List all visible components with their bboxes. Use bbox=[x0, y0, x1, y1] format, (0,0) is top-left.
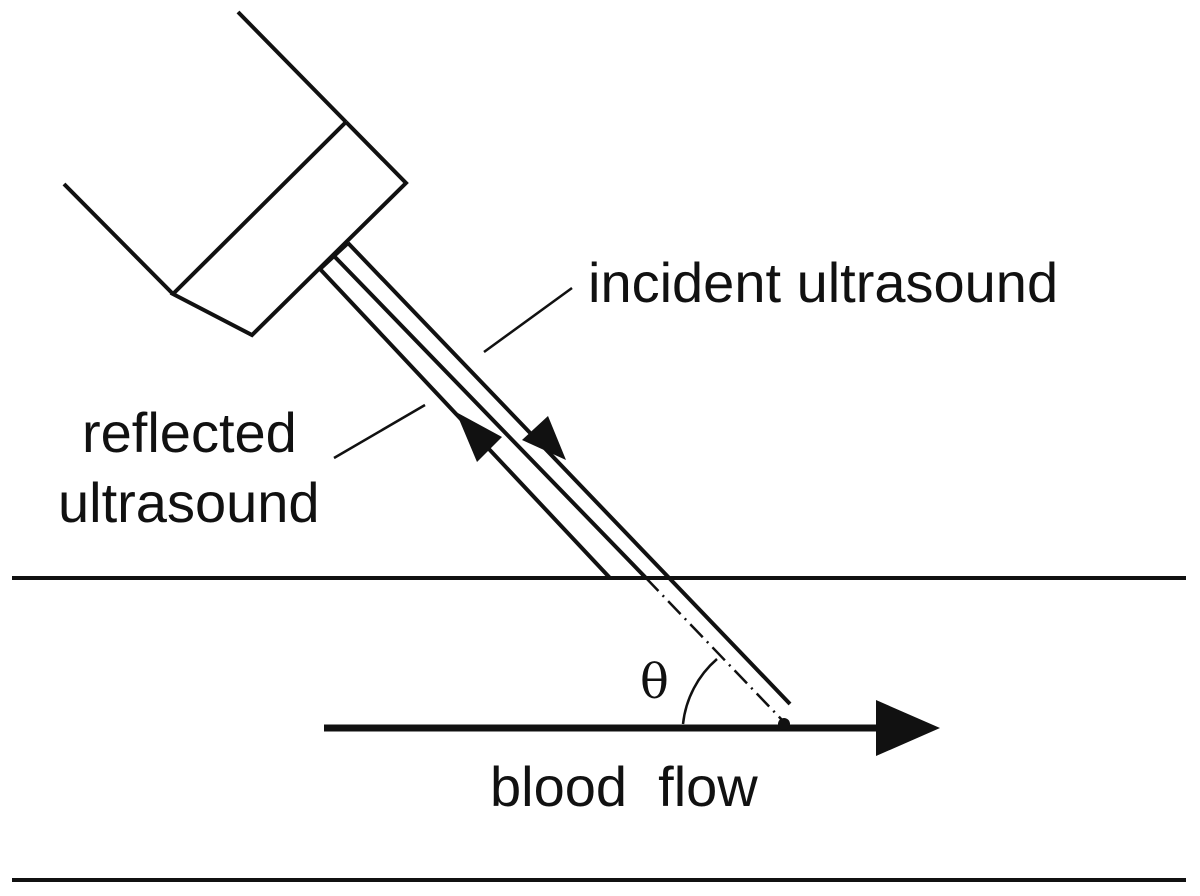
reflected-arrowhead bbox=[456, 412, 502, 462]
angle-arc bbox=[681, 658, 718, 725]
reflected-label-line2: ultrasound bbox=[58, 471, 320, 534]
angle-theta-label: θ bbox=[640, 654, 669, 710]
incident-leader-line bbox=[483, 286, 573, 354]
reflected-leader-line bbox=[333, 403, 426, 460]
probe-handle-upper-edge bbox=[236, 10, 348, 124]
reflected-label-line1: reflected bbox=[82, 401, 297, 464]
reflection-point bbox=[778, 718, 790, 730]
ultrasound-beam bbox=[318, 241, 792, 723]
transducer-probe bbox=[62, 10, 409, 338]
probe-head bbox=[169, 120, 409, 338]
beam-line-incident-outer bbox=[346, 241, 792, 706]
blood-flow-arrowhead bbox=[876, 700, 940, 756]
blood-flow-label: blood flow bbox=[490, 755, 758, 818]
incident-arrowhead bbox=[522, 416, 566, 460]
beam-line-dashed-extension bbox=[645, 577, 785, 723]
probe-handle-lower-edge bbox=[62, 182, 175, 296]
incident-ultrasound-label: incident ultrasound bbox=[588, 251, 1058, 314]
beam-line-middle bbox=[332, 254, 648, 580]
